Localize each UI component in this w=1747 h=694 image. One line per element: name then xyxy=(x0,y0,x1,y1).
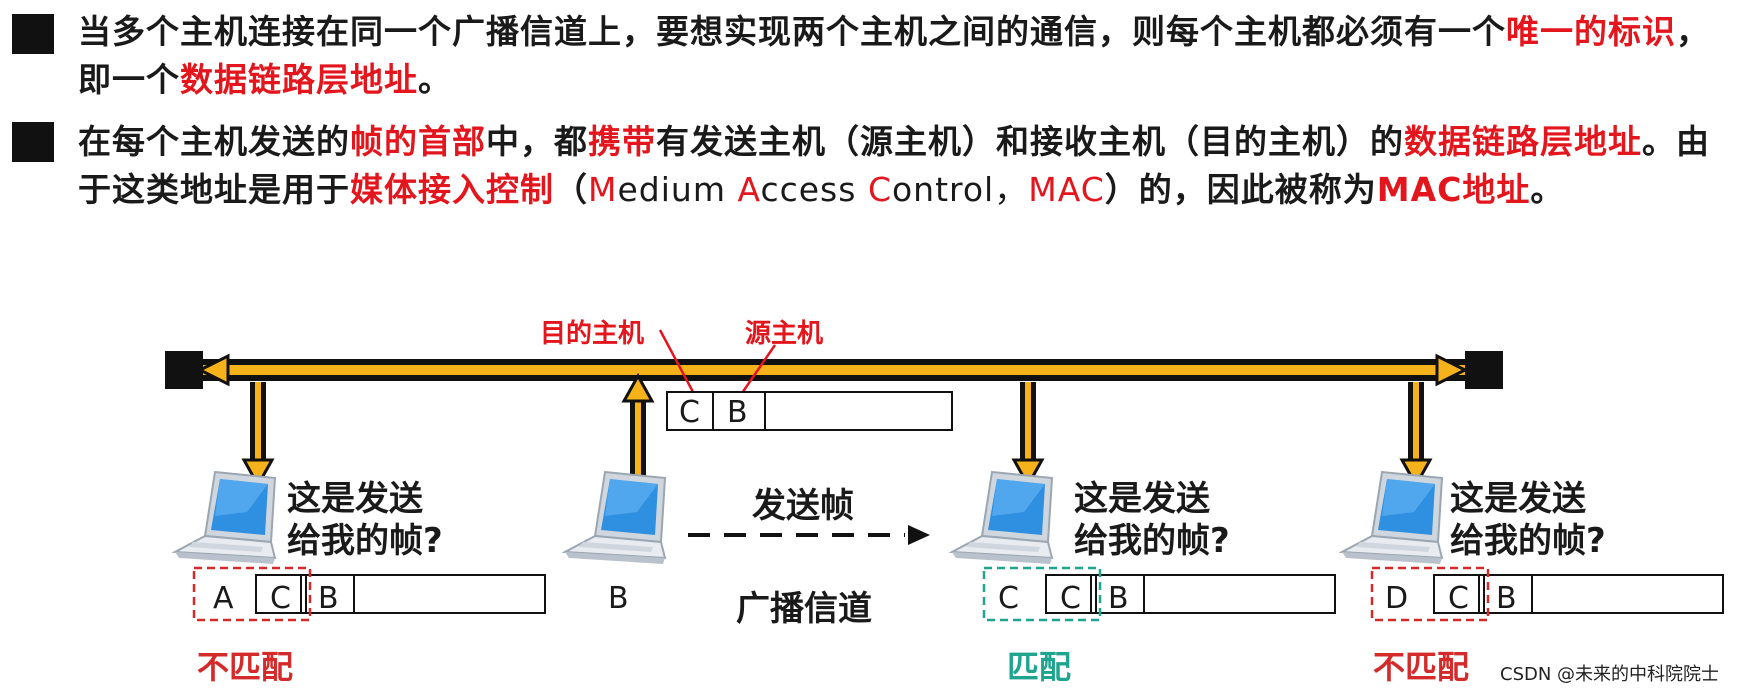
dest-pointer xyxy=(658,329,695,393)
mac-abbr: MAC xyxy=(1028,170,1105,209)
drop-host-d xyxy=(1399,382,1433,489)
host-d-frame: D C B 不匹配 xyxy=(1370,566,1724,686)
mac-word-access: ccess xyxy=(760,170,868,209)
paragraph-1: 当多个主机连接在同一个广播信道上，要想实现两个主机之间的通信，则每个主机都必须有… xyxy=(78,8,1718,104)
mac-word-control: ontrol， xyxy=(891,170,1029,209)
host-a-result: 不匹配 xyxy=(197,648,293,686)
host-d-frame-dest: C xyxy=(1448,581,1469,616)
paragraph-2: 在每个主机发送的帧的首部中，都携带有发送主机（源主机）和接收主机（目的主机）的数… xyxy=(78,118,1718,214)
host-b-label: B xyxy=(608,581,629,616)
p1-text-2: ，即一个 xyxy=(78,12,1710,99)
drop-host-b xyxy=(621,372,655,485)
mac-letter-m: M xyxy=(588,170,618,209)
laptop-a-icon xyxy=(174,471,276,565)
mac-word-medium: edium xyxy=(617,170,738,209)
send-arrowhead xyxy=(908,525,930,545)
sent-frame-dest: C xyxy=(679,395,700,430)
p1-highlight-dll-address: 数据链路层地址 xyxy=(180,60,418,99)
p2-text-3: 有发送主机（源主机）和接收主机（目的主机）的 xyxy=(656,122,1404,161)
question-d-line2: 给我的帧? xyxy=(1450,521,1606,561)
drop-host-a xyxy=(241,382,275,489)
p2-highlight-dll-address: 数据链路层地址 xyxy=(1404,122,1642,161)
p1-text-3: 。 xyxy=(418,60,452,99)
mac-letter-c: C xyxy=(867,170,892,209)
p2-paren-open: （ xyxy=(554,170,588,209)
drop-host-c xyxy=(1011,382,1045,489)
p2-highlight-carry: 携带 xyxy=(588,122,656,161)
host-c-frame: C C B 匹配 xyxy=(982,566,1336,686)
src-pointer xyxy=(738,344,777,397)
bus-arrow-left xyxy=(196,353,230,387)
p1-highlight-unique-id: 唯一的标识 xyxy=(1506,12,1676,51)
src-host-label: 源主机 xyxy=(745,319,823,349)
question-c-line1: 这是发送 xyxy=(1074,479,1210,519)
p2-text-2: 中，都 xyxy=(486,122,588,161)
laptop-b-icon xyxy=(564,471,666,565)
host-c-addr: C xyxy=(998,581,1019,616)
sent-frame-src: B xyxy=(727,395,748,430)
dest-host-label: 目的主机 xyxy=(540,318,644,349)
p2-text-5: ）的，因此被称为 xyxy=(1104,170,1377,209)
question-d-line1: 这是发送 xyxy=(1450,479,1586,519)
question-a-line2: 给我的帧? xyxy=(287,521,443,561)
p2-highlight-media-access: 媒体接入控制 xyxy=(350,170,554,209)
bus-arrow-right xyxy=(1435,353,1469,387)
host-a-frame: A C B 不匹配 xyxy=(192,566,546,686)
p2-highlight-frame-header: 帧的首部 xyxy=(350,122,486,161)
host-c-result: 匹配 xyxy=(1007,648,1071,686)
broadcast-channel-label: 广播信道 xyxy=(736,589,872,629)
bullet-2 xyxy=(12,122,54,162)
send-frame-label: 发送帧 xyxy=(752,486,854,526)
laptop-c-icon xyxy=(951,471,1053,565)
host-d-addr: D xyxy=(1385,581,1408,616)
host-a-frame-src: B xyxy=(318,581,339,616)
host-a-frame-dest: C xyxy=(270,581,291,616)
p1-text-1: 当多个主机连接在同一个广播信道上，要想实现两个主机之间的通信，则每个主机都必须有… xyxy=(78,12,1506,51)
bullet-1 xyxy=(12,14,54,54)
laptop-d-icon xyxy=(1341,471,1443,565)
host-d-result: 不匹配 xyxy=(1373,648,1469,686)
p2-text-6: 。 xyxy=(1530,170,1565,209)
question-c-line2: 给我的帧? xyxy=(1074,521,1230,561)
bus-terminator-right xyxy=(1465,351,1503,389)
host-d-frame-src: B xyxy=(1496,581,1517,616)
host-a-compare-box xyxy=(192,566,312,622)
host-c-frame-src: B xyxy=(1108,581,1129,616)
host-c-compare-box xyxy=(982,566,1102,622)
host-c-frame-dest: C xyxy=(1060,581,1081,616)
p2-text-1: 在每个主机发送的 xyxy=(78,122,350,161)
mac-expansion: Medium Access Control，MAC xyxy=(588,170,1105,209)
host-a-addr: A xyxy=(213,581,234,616)
csdn-watermark: CSDN @未来的中科院院士 xyxy=(1500,664,1719,685)
host-d-compare-box xyxy=(1370,566,1490,622)
p2-text-4: 。由于这类地址是用于 xyxy=(78,122,1710,209)
sent-frame: C B xyxy=(666,391,953,431)
p2-highlight-mac-address: MAC地址 xyxy=(1376,170,1531,209)
question-a-line1: 这是发送 xyxy=(287,479,423,519)
mac-letter-a: A xyxy=(737,170,761,209)
